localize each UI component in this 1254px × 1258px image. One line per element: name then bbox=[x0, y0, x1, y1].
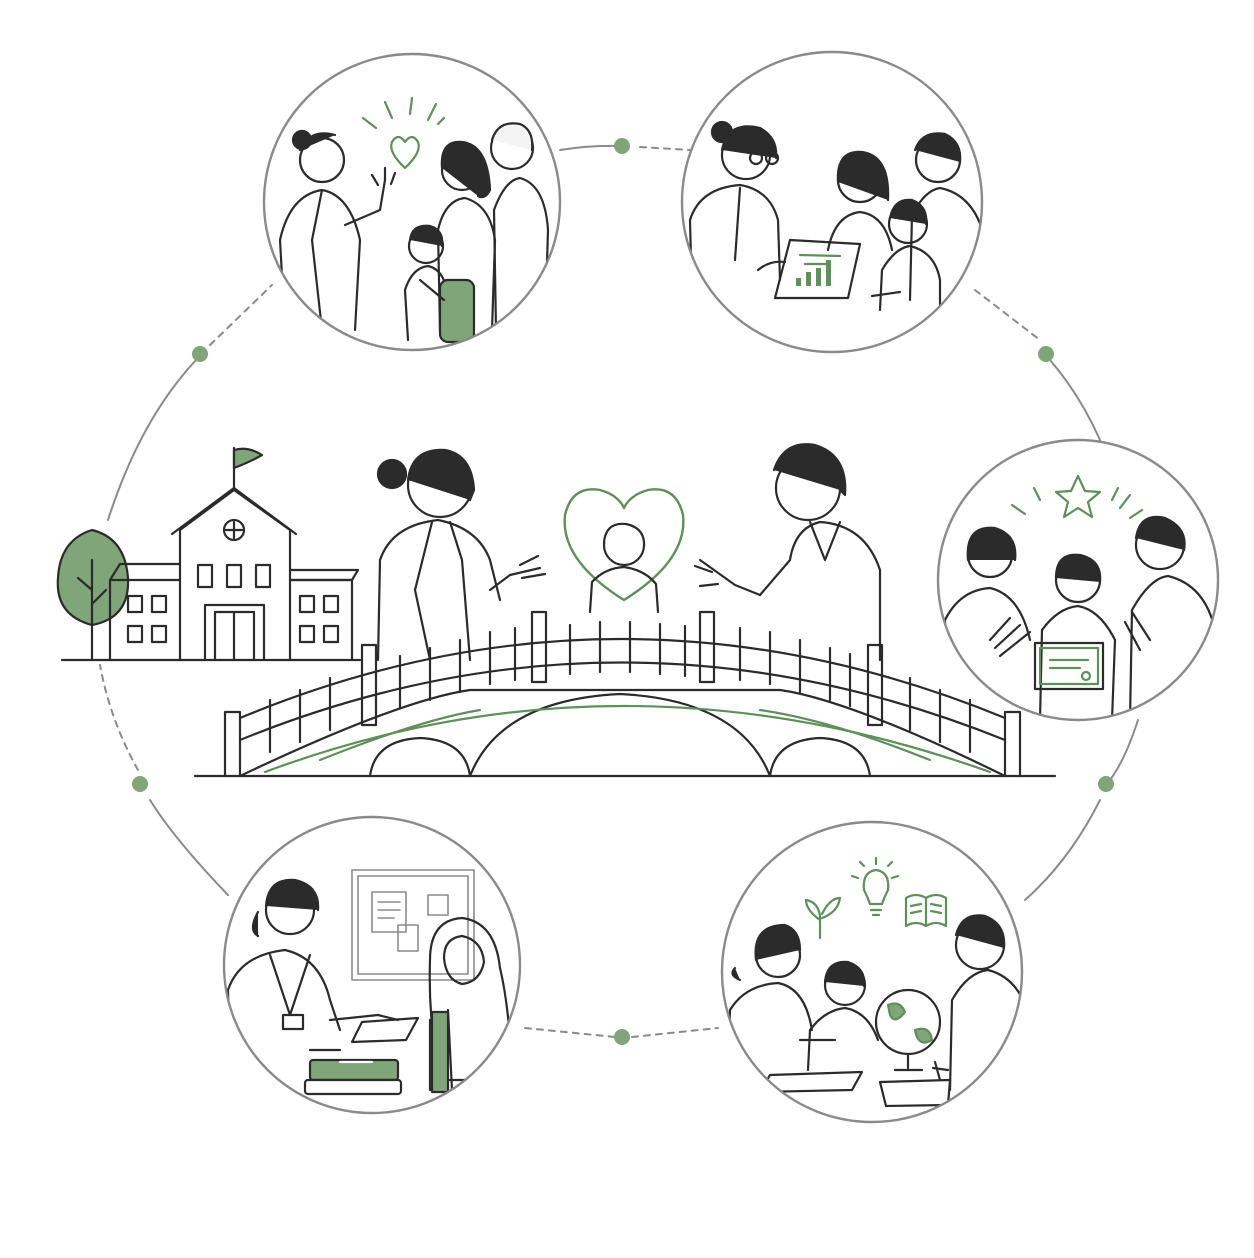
bridge bbox=[193, 610, 1057, 778]
flag-icon bbox=[232, 446, 264, 490]
ring-dot bbox=[1038, 346, 1054, 362]
star-icon bbox=[1010, 474, 1144, 520]
heart-icon bbox=[563, 488, 685, 602]
book-stack-icon bbox=[303, 1058, 403, 1096]
scene-meeting bbox=[222, 815, 522, 1115]
lightbulb-icon bbox=[850, 856, 900, 917]
notice-board-icon bbox=[351, 869, 475, 981]
backpack-icon bbox=[438, 278, 476, 344]
ring-dot bbox=[614, 1029, 630, 1045]
heart-icon bbox=[361, 96, 446, 170]
scene-learning-together bbox=[720, 820, 1024, 1124]
sprout-icon bbox=[804, 896, 842, 940]
scene-welcome bbox=[262, 52, 562, 352]
center-scene bbox=[56, 443, 1057, 778]
bar-chart-icon bbox=[796, 260, 831, 286]
school-building bbox=[60, 446, 362, 662]
child bbox=[588, 522, 660, 614]
ring-dot bbox=[1098, 776, 1114, 792]
parent bbox=[693, 443, 882, 662]
teacher bbox=[376, 448, 547, 662]
ring-dot bbox=[132, 776, 148, 792]
tree bbox=[56, 528, 130, 662]
scene-progress-review bbox=[680, 50, 984, 354]
ring-dots bbox=[132, 138, 1114, 1045]
open-book-icon bbox=[904, 893, 948, 928]
globe-icon bbox=[874, 988, 942, 1072]
ring-dot bbox=[192, 346, 208, 362]
connection-ring bbox=[99, 144, 1139, 1038]
ring-dot bbox=[614, 138, 630, 154]
certificate-icon bbox=[1033, 641, 1105, 691]
scene-celebration bbox=[936, 438, 1220, 722]
